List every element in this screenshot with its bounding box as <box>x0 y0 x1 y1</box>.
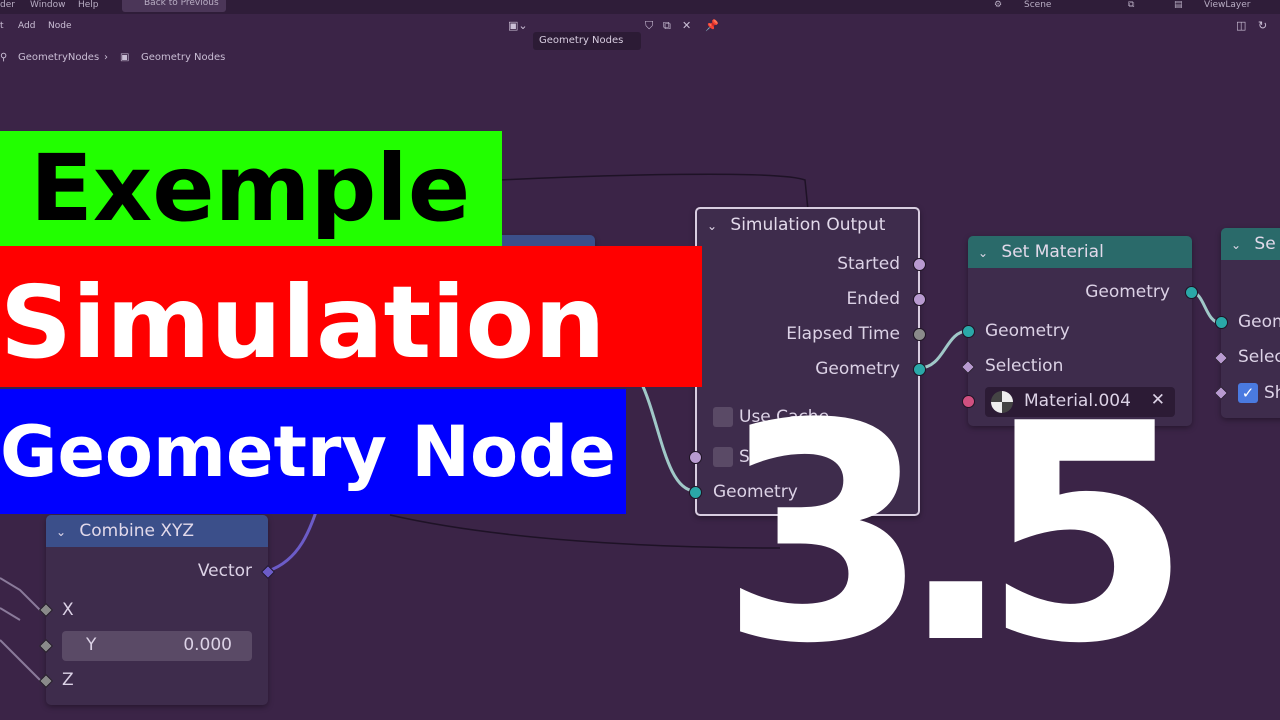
input-y-label: Y <box>86 635 97 655</box>
socket-geometry-out[interactable] <box>913 363 926 376</box>
breadcrumb-object: GeometryNodes <box>18 52 100 63</box>
combine-xyz-node[interactable]: ⌄ Combine XYZ Vector X Y 0.000 Z <box>38 515 276 705</box>
overlay-icon[interactable]: ◫ <box>1236 19 1247 32</box>
input-selection-label: Selec <box>1238 347 1280 367</box>
snap-icon[interactable]: ↻ <box>1258 19 1268 32</box>
socket-material[interactable] <box>962 395 975 408</box>
banner-green: Exemple <box>0 131 502 246</box>
new-scene-icon[interactable]: ⧉ <box>1128 0 1135 10</box>
chevron-down-icon[interactable]: ⌄ <box>978 246 989 260</box>
material-field[interactable]: Material.004 ✕ <box>985 387 1175 417</box>
set-shade-smooth-header[interactable]: ⌄ Se <box>1221 228 1280 260</box>
node-title: Simulation Output <box>730 215 886 235</box>
banner-title-geometry-node: Geometry Node <box>0 411 616 493</box>
banner-red: Simulation <box>0 246 702 387</box>
duplicate-icon[interactable]: ⧉ <box>663 19 671 32</box>
partial-label: S <box>739 447 750 467</box>
input-x-label: X <box>62 600 74 620</box>
input-geometry-label: Geometry <box>713 482 798 502</box>
top-bar: der Window Help Back to Previous ⚙ Scene… <box>0 0 1280 14</box>
menu-render[interactable]: der <box>0 0 15 10</box>
node-title: Combine XYZ <box>79 521 195 541</box>
banner-title-simulation: Simulation <box>0 264 606 381</box>
close-icon[interactable]: ✕ <box>1150 390 1165 410</box>
viewlayer-field[interactable]: ViewLayer <box>1204 0 1251 10</box>
version-number: 3.5 <box>720 360 1191 709</box>
socket-elapsed-time[interactable] <box>913 328 926 341</box>
output-vector: Vector <box>197 561 252 581</box>
output-geometry: Geometry <box>1085 282 1170 302</box>
socket-ended[interactable] <box>913 293 926 306</box>
socket-geometry-in[interactable] <box>689 486 702 499</box>
material-icon <box>991 391 1013 413</box>
viewlayer-icon[interactable]: ▤ <box>1174 0 1183 10</box>
socket-geometry-in[interactable] <box>1215 316 1228 329</box>
menu-add[interactable]: Add <box>18 21 36 31</box>
node-title: Se <box>1254 234 1276 254</box>
menu-node[interactable]: Node <box>48 21 72 31</box>
socket-input-purple[interactable] <box>689 451 702 464</box>
node-title: Set Material <box>1001 242 1104 262</box>
unlink-close-icon[interactable]: ✕ <box>682 19 692 32</box>
socket-started[interactable] <box>913 258 926 271</box>
chevron-down-icon[interactable]: ⌄ <box>1231 238 1242 252</box>
breadcrumb-tree: Geometry Nodes <box>141 52 226 63</box>
shade-checkbox[interactable]: ✓ <box>1238 383 1258 403</box>
input-z-label: Z <box>62 670 74 690</box>
editor-header: t Add Node ▣⌄ Geometry Nodes ⛉ ⧉ ✕ 📌 ◫ ↻ <box>0 14 1280 50</box>
output-ended: Ended <box>846 289 900 309</box>
output-started: Started <box>837 254 900 274</box>
use-cache-label: Use Cache <box>739 407 830 427</box>
chevron-down-icon[interactable]: ⌄ <box>56 525 67 539</box>
material-name: Material.004 <box>1024 391 1131 411</box>
input-y-value: 0.000 <box>183 635 232 655</box>
output-elapsed-time: Elapsed Time <box>786 324 900 344</box>
chevron-right-icon: › <box>104 52 108 63</box>
set-shade-smooth-node[interactable]: ⌄ Se Geom Selec ✓ Sh <box>1213 228 1280 418</box>
socket-geometry-in[interactable] <box>962 325 975 338</box>
node-tree-field[interactable]: Geometry Nodes <box>533 32 641 50</box>
scene-icon[interactable]: ⚙ <box>994 0 1003 10</box>
socket-geometry-out[interactable] <box>1185 286 1198 299</box>
input-geometry-label: Geometry <box>985 321 1070 341</box>
input-selection-label: Selection <box>985 356 1064 376</box>
y-value-field[interactable]: Y 0.000 <box>62 631 252 661</box>
menu-help[interactable]: Help <box>78 0 99 10</box>
back-to-previous-button[interactable]: Back to Previous <box>122 0 226 12</box>
node-tree-icon: ▣ <box>120 52 130 63</box>
input-geometry-label: Geom <box>1238 312 1280 332</box>
use-cache-checkbox[interactable] <box>713 407 733 427</box>
node-tree-type-icon[interactable]: ▣⌄ <box>508 19 528 32</box>
set-material-header[interactable]: ⌄ Set Material <box>968 236 1192 268</box>
fake-user-shield-icon[interactable]: ⛉ <box>645 19 654 32</box>
scene-field[interactable]: Scene <box>1024 0 1052 10</box>
menu-window[interactable]: Window <box>30 0 66 10</box>
banner-blue: Geometry Node <box>0 389 626 514</box>
object-icon: ⚲ <box>0 52 8 63</box>
second-checkbox[interactable] <box>713 447 733 467</box>
pin-icon[interactable]: 📌 <box>705 19 719 32</box>
output-geometry: Geometry <box>815 359 900 379</box>
set-material-node[interactable]: ⌄ Set Material Geometry Geometry Selecti… <box>960 236 1198 426</box>
menu-select[interactable]: t <box>0 21 4 31</box>
input-shade-label: Sh <box>1264 383 1280 403</box>
chevron-down-icon[interactable]: ⌄ <box>707 219 718 233</box>
simulation-output-node[interactable]: ⌄ Simulation Output Started Ended Elapse… <box>689 207 926 516</box>
banner-title-exemple: Exemple <box>30 135 471 242</box>
combine-xyz-header[interactable]: ⌄ Combine XYZ <box>46 515 268 547</box>
simulation-output-header[interactable]: ⌄ Simulation Output <box>697 209 918 241</box>
